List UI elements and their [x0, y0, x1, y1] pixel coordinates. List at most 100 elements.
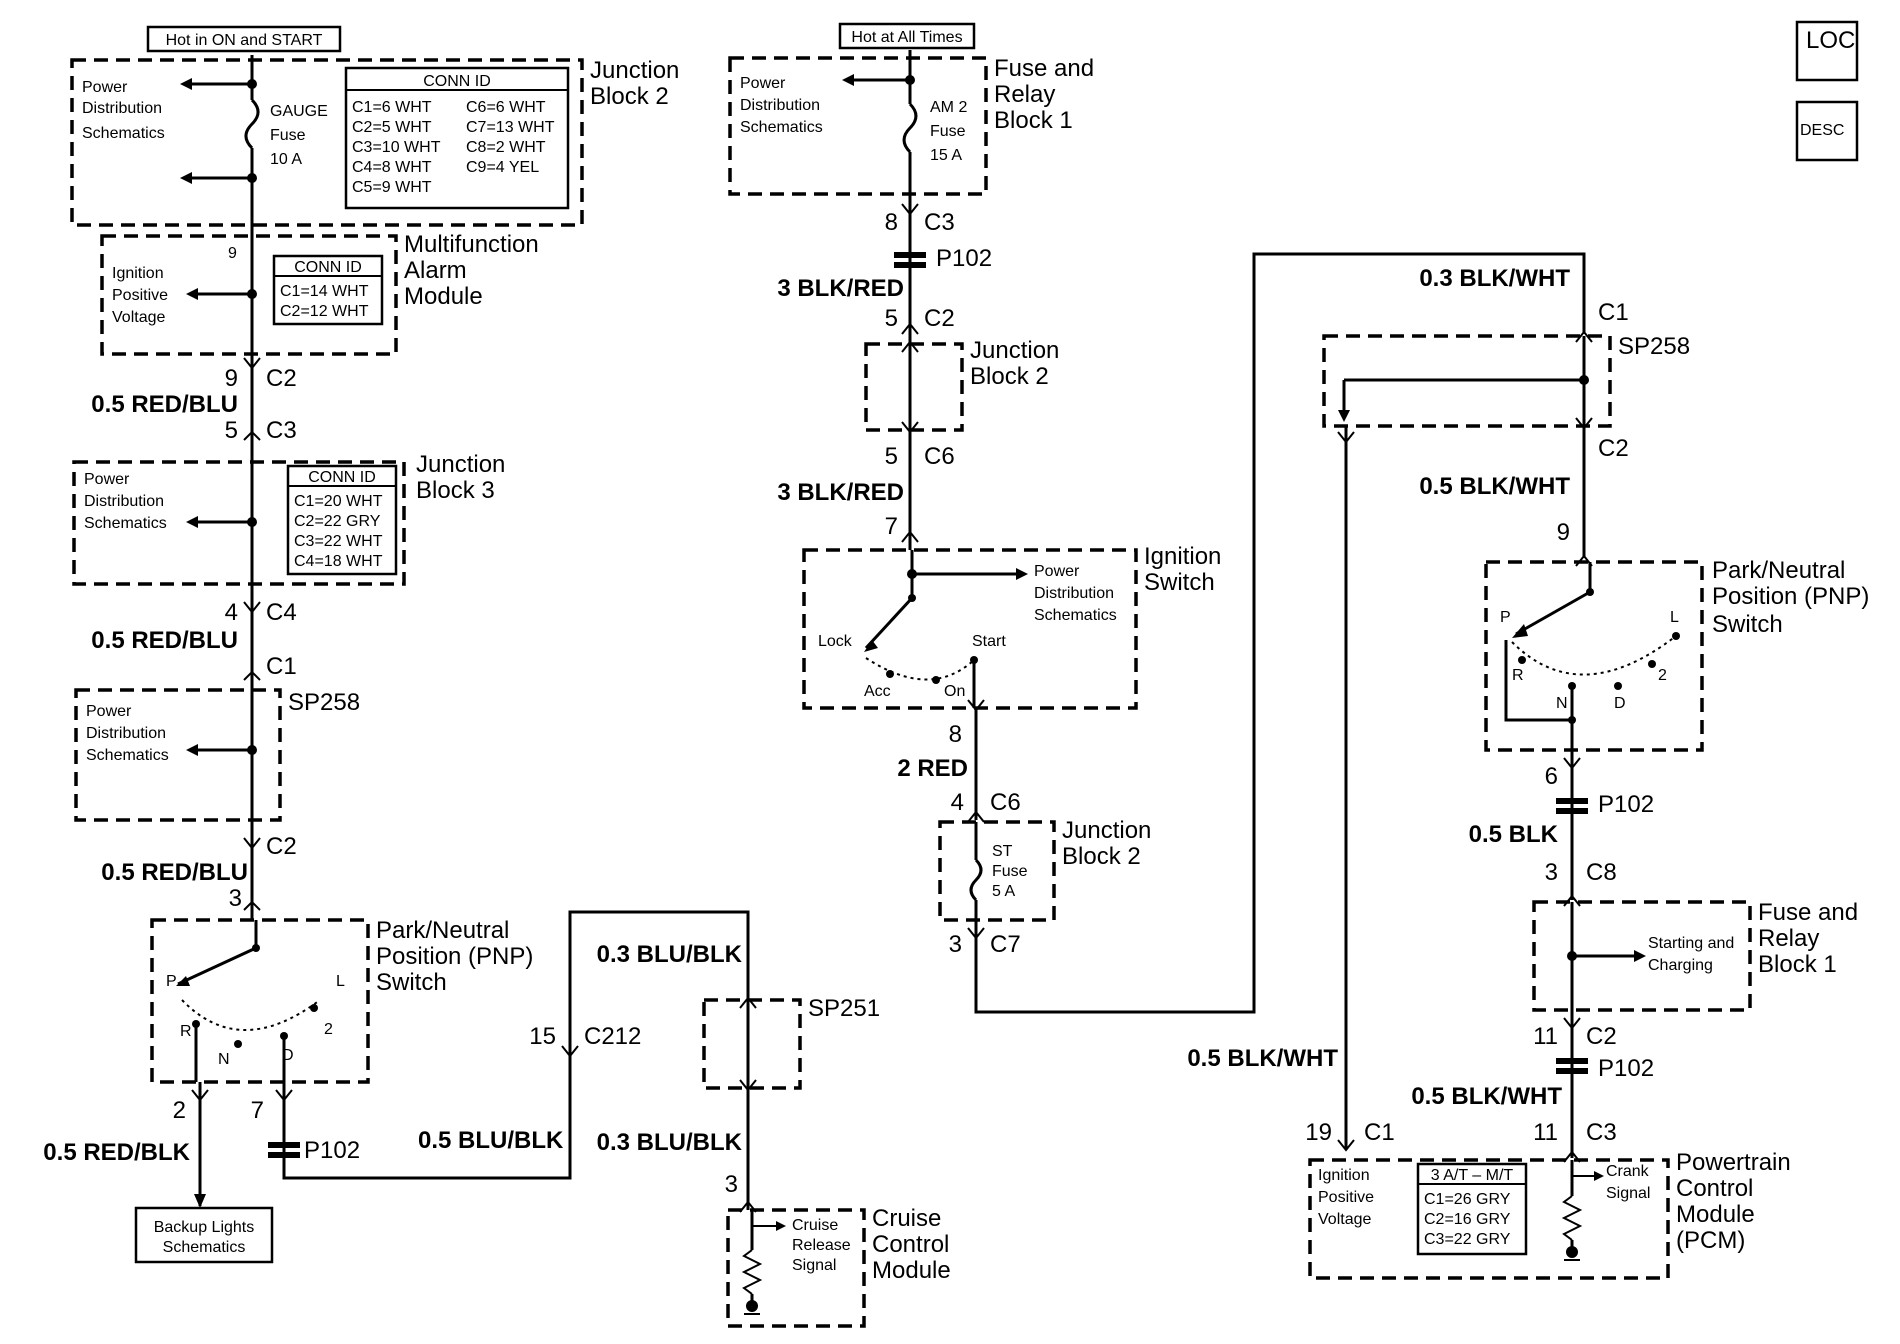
wire-label-w9: 3 BLK/RED — [777, 479, 904, 506]
svg-text:Start: Start — [972, 633, 1006, 650]
svg-text:Park/Neutral: Park/Neutral — [376, 917, 509, 944]
svg-text:Power: Power — [86, 703, 132, 720]
svg-text:CONN ID: CONN ID — [308, 469, 376, 486]
svg-text:8: 8 — [949, 721, 962, 748]
fuse-relay-block-1-top: Fuse and Relay Block 1 Power Distributio… — [728, 50, 1094, 196]
wire-label-w11: 0.3 BLK/WHT — [1419, 265, 1570, 292]
svg-text:N: N — [1556, 695, 1568, 712]
svg-text:C1: C1 — [1364, 1119, 1395, 1146]
conn-id-jb3: CONN ID C1=20 WHT C2=22 GRY C3=22 WHT C4… — [286, 464, 398, 576]
svg-text:L: L — [1670, 609, 1679, 626]
svg-text:C7: C7 — [990, 931, 1021, 958]
splice-sp258-right: SP258 — [1322, 333, 1690, 444]
svg-text:Junction: Junction — [1062, 817, 1151, 844]
svg-text:15: 15 — [529, 1023, 556, 1050]
svg-text:Ignition: Ignition — [112, 265, 164, 282]
svg-text:Multifunction: Multifunction — [404, 231, 539, 258]
svg-text:C8: C8 — [1586, 859, 1617, 886]
svg-text:C1=26 GRY: C1=26 GRY — [1424, 1191, 1511, 1208]
svg-text:3: 3 — [1545, 859, 1558, 886]
svg-text:11: 11 — [1533, 1023, 1558, 1050]
svg-text:Voltage: Voltage — [1318, 1211, 1371, 1228]
svg-text:Power: Power — [82, 79, 128, 96]
wire-label-w12: 0.5 BLK/WHT — [1187, 1045, 1338, 1072]
svg-text:Block 3: Block 3 — [416, 477, 495, 504]
svg-text:8: 8 — [885, 209, 898, 236]
svg-text:3: 3 — [949, 931, 962, 958]
svg-text:Relay: Relay — [994, 81, 1055, 108]
svg-text:C212: C212 — [584, 1023, 641, 1050]
svg-text:Module: Module — [1676, 1201, 1755, 1228]
svg-text:Fuse: Fuse — [930, 123, 966, 140]
svg-text:SP258: SP258 — [1618, 333, 1690, 360]
junction-block-3: Junction Block 3 Power Distribution Sche… — [72, 451, 505, 594]
svg-text:Switch: Switch — [1144, 569, 1215, 596]
wire-label-w10: 2 RED — [897, 755, 968, 782]
svg-text:Distribution: Distribution — [740, 97, 820, 114]
svg-text:Signal: Signal — [792, 1257, 836, 1274]
conn-id-jb2: CONN ID C1=6 WHT C6=6 WHT C2=5 WHT C7=13… — [344, 66, 570, 210]
svg-text:4: 4 — [225, 599, 238, 626]
svg-text:5 A: 5 A — [992, 883, 1015, 900]
svg-text:Hot in ON and START: Hot in ON and START — [166, 32, 323, 49]
svg-text:C2=16 GRY: C2=16 GRY — [1424, 1211, 1511, 1228]
svg-text:P102: P102 — [1598, 1055, 1654, 1082]
svg-text:Powertrain: Powertrain — [1676, 1149, 1791, 1176]
svg-text:6: 6 — [1545, 763, 1558, 790]
svg-text:C6=6 WHT: C6=6 WHT — [466, 99, 546, 116]
svg-text:R: R — [180, 1023, 192, 1040]
svg-text:19: 19 — [1305, 1119, 1332, 1146]
svg-text:Backup Lights: Backup Lights — [154, 1219, 255, 1236]
pnp-switch-left: Park/Neutral Position (PNP) Switch P R N… — [150, 917, 533, 1084]
wire-label-w8: 3 BLK/RED — [777, 275, 904, 302]
svg-text:C1: C1 — [266, 653, 297, 680]
loc-tag[interactable]: LOC — [1795, 20, 1859, 82]
svg-text:Schematics: Schematics — [163, 1239, 246, 1256]
backup-lights-schematics[interactable]: Backup Lights Schematics — [134, 1206, 274, 1264]
svg-text:Cruise: Cruise — [792, 1217, 838, 1234]
desc-label: DESC — [1800, 122, 1844, 139]
svg-text:Module: Module — [872, 1257, 951, 1284]
svg-text:C4=8 WHT: C4=8 WHT — [352, 159, 432, 176]
svg-text:C1: C1 — [1598, 299, 1629, 326]
svg-text:C3=10 WHT: C3=10 WHT — [352, 139, 441, 156]
desc-tag[interactable]: DESC — [1795, 100, 1859, 162]
svg-text:Block 2: Block 2 — [590, 83, 669, 110]
svg-text:C2: C2 — [1586, 1023, 1617, 1050]
splice-sp251: SP251 — [702, 995, 880, 1092]
svg-text:C7=13 WHT: C7=13 WHT — [466, 119, 555, 136]
svg-text:SP258: SP258 — [288, 689, 360, 716]
svg-text:5: 5 — [225, 417, 238, 444]
svg-text:Relay: Relay — [1758, 925, 1819, 952]
svg-text:Fuse: Fuse — [992, 863, 1028, 880]
svg-text:Position (PNP): Position (PNP) — [1712, 583, 1869, 610]
svg-text:C3=22 WHT: C3=22 WHT — [294, 533, 383, 550]
svg-text:5: 5 — [885, 305, 898, 332]
svg-text:C6: C6 — [990, 789, 1021, 816]
svg-text:Positive: Positive — [1318, 1189, 1374, 1206]
svg-text:C4: C4 — [266, 599, 297, 626]
wire-label-w1: 0.5 RED/BLU — [91, 391, 238, 418]
svg-text:7: 7 — [885, 513, 898, 540]
svg-text:C3: C3 — [1586, 1119, 1617, 1146]
svg-text:15 A: 15 A — [930, 147, 962, 164]
svg-text:Junction: Junction — [416, 451, 505, 478]
svg-text:Positive: Positive — [112, 287, 168, 304]
svg-text:Power: Power — [740, 75, 786, 92]
svg-text:P102: P102 — [936, 245, 992, 272]
svg-text:2: 2 — [324, 1021, 333, 1038]
hot-all-times-tag: Hot at All Times — [838, 22, 976, 50]
wire-label-w3: 0.5 RED/BLU — [101, 859, 248, 886]
svg-text:C2=12 WHT: C2=12 WHT — [280, 303, 369, 320]
svg-text:Voltage: Voltage — [112, 309, 165, 326]
svg-text:P102: P102 — [304, 1137, 360, 1164]
wire-label-w2: 0.5 RED/BLU — [91, 627, 238, 654]
svg-text:11: 11 — [1533, 1119, 1558, 1146]
svg-text:Junction: Junction — [970, 337, 1059, 364]
svg-text:3: 3 — [725, 1171, 738, 1198]
svg-text:Park/Neutral: Park/Neutral — [1712, 557, 1845, 584]
svg-text:GAUGE: GAUGE — [270, 103, 328, 120]
multifunction-alarm-module: Multifunction Alarm Module 9 Ignition Po… — [100, 231, 539, 356]
wire-label-w6: 0.3 BLU/BLK — [597, 941, 743, 968]
